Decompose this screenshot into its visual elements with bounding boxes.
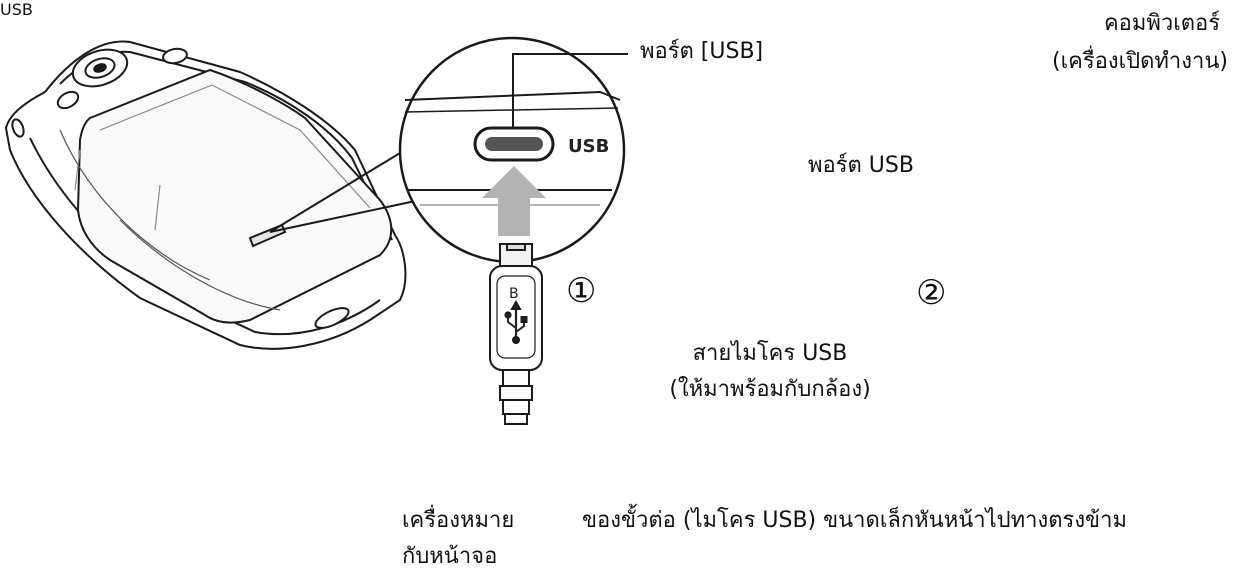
pc-usb-port: USB — [0, 0, 33, 19]
insert-arrow-pc: USB พอร์ต [USB] คอมพิวเตอร์ (เครื่องเปิด… — [0, 0, 1228, 569]
step-1-marker: ① — [566, 271, 597, 311]
port-usb-leader — [512, 53, 628, 128]
note-suffix: ของขั้วต่อ (ไมโคร USB) ขนาดเล็กหันหน้าไป… — [582, 508, 1127, 533]
cable-label-line1: สายไมโคร USB — [692, 341, 848, 366]
insert-arrow-camera — [482, 166, 546, 236]
camera-illustration — [4, 40, 407, 350]
note-prefix: เครื่องหมาย — [402, 508, 515, 533]
plug-letter-b: B — [509, 286, 519, 302]
magnified-port-view: USB — [398, 36, 626, 264]
camera-port-usb-mark: USB — [568, 136, 609, 157]
usb-port-pc-label: พอร์ต USB — [808, 153, 914, 178]
usb-port-camera-label: พอร์ต [USB] — [640, 39, 764, 64]
step-2-marker: ② — [916, 273, 947, 313]
cable-label-line2: (ให้มาพร้อมกับกล้อง) — [669, 377, 871, 402]
pc-port-usb-mark: USB — [0, 0, 33, 19]
micro-usb-plug: B — [489, 243, 543, 425]
computer-label-line1: คอมพิวเตอร์ — [1103, 11, 1221, 36]
note-line2: กับหน้าจอ — [402, 544, 498, 569]
magnifier-callout — [269, 149, 421, 233]
cable-leader: USB พอร์ต [USB] คอมพิวเตอร์ (เครื่องเปิด… — [0, 0, 1228, 569]
computer-label-line2: (เครื่องเปิดทำงาน) — [1052, 49, 1228, 74]
